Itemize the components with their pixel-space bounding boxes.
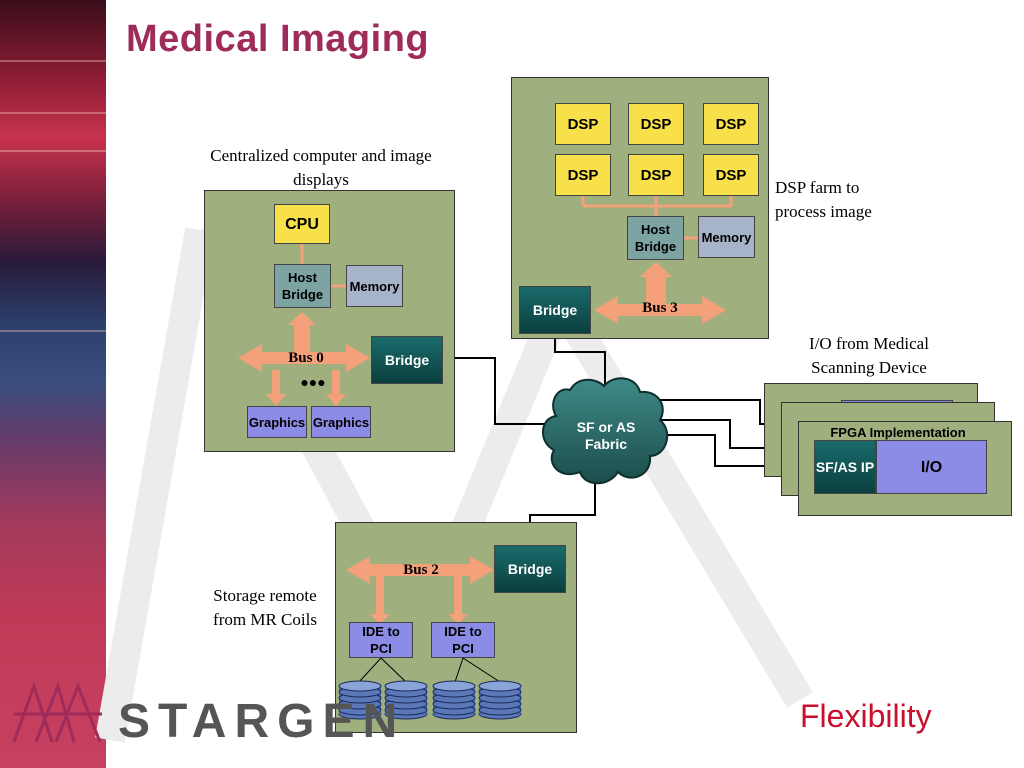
central-bus-label: Bus 0 <box>288 350 324 366</box>
dsp-chip: DSP <box>555 103 611 145</box>
ide-to-pci-card: IDE to PCI <box>349 622 413 658</box>
caption-io-device: I/O from Medical Scanning Device <box>809 334 929 377</box>
strip-detail <box>0 150 106 152</box>
stargen-logo-icon <box>12 681 102 743</box>
slide-title: Medical Imaging <box>126 18 430 60</box>
cpu-chip: CPU <box>274 204 330 244</box>
dsp-bus-label: Bus 3 <box>642 300 678 316</box>
central-bus-arrow <box>238 312 370 406</box>
central-bridge: Bridge <box>371 336 443 384</box>
graphics-card: Graphics <box>247 406 307 438</box>
graphics-card: Graphics <box>311 406 371 438</box>
dsp-chip: DSP <box>555 154 611 196</box>
dsp-chip: DSP <box>703 154 759 196</box>
storage-bridge: Bridge <box>494 545 566 593</box>
ellipsis-icon: ●●● <box>300 376 326 391</box>
dsp-bus-arrow <box>594 262 726 324</box>
dsp-chip: DSP <box>628 103 684 145</box>
dsp-bridge: Bridge <box>519 286 591 334</box>
central-memory: Memory <box>346 265 403 307</box>
dsp-memory: Memory <box>698 216 755 258</box>
decorative-photo-strip <box>0 0 106 768</box>
stargen-logo-text: STARGEN <box>118 695 406 748</box>
caption-central: Centralized computer and image displays <box>210 146 432 189</box>
fpga-sf-as-ip: SF/AS IP <box>814 440 876 494</box>
central-host-bridge: Host Bridge <box>274 264 331 308</box>
caption-dsp-farm: DSP farm to process image <box>775 178 872 221</box>
fabric-label: SF or AS Fabric <box>576 419 636 452</box>
disk-stack-icon <box>338 680 522 720</box>
storage-bus-label: Bus 2 <box>403 562 439 578</box>
strip-detail <box>0 60 106 62</box>
dsp-chip: DSP <box>703 103 759 145</box>
footer-flexibility: Flexibility <box>800 698 932 734</box>
fabric-cloud-icon <box>542 377 669 485</box>
dsp-host-bridge: Host Bridge <box>627 216 684 260</box>
caption-storage: Storage remote from MR Coils <box>213 586 317 629</box>
ide-to-pci-card: IDE to PCI <box>431 622 495 658</box>
fpga-title: FPGA Implementation <box>830 425 966 440</box>
strip-detail <box>0 330 106 332</box>
strip-detail <box>0 112 106 114</box>
fpga-io: I/O <box>876 440 987 494</box>
storage-bus-arrow <box>346 556 494 624</box>
dsp-chip: DSP <box>628 154 684 196</box>
